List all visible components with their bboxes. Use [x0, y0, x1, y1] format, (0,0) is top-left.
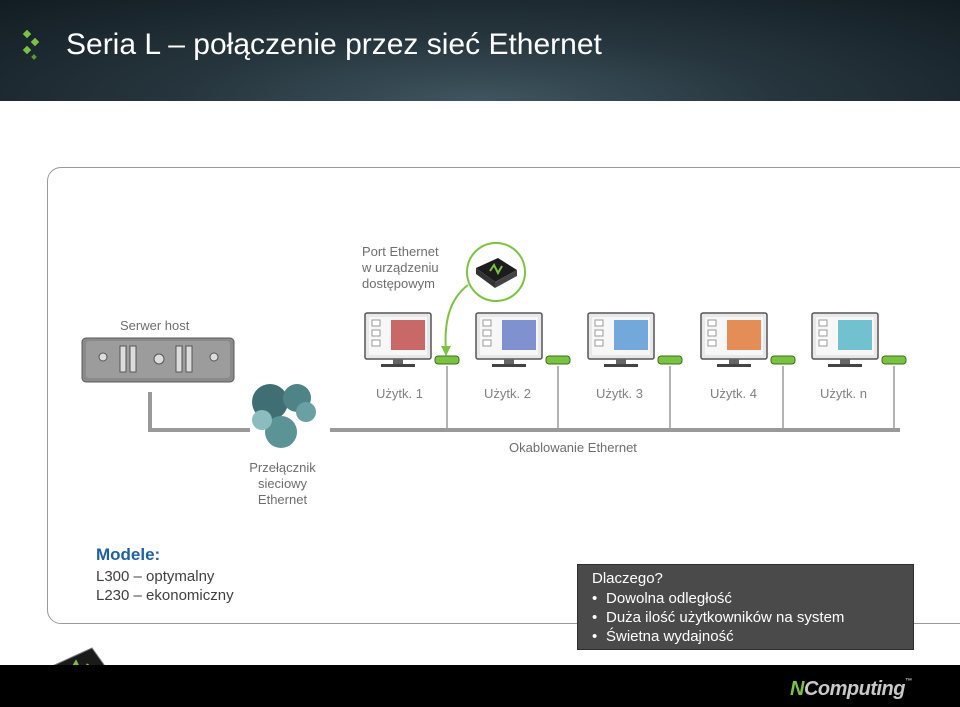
switch-label: Przełącznik sieciowy Ethernet — [235, 460, 330, 508]
model-item: L230 – ekonomiczny — [96, 587, 234, 604]
port-label-line: w urządzeniu — [362, 260, 439, 275]
why-item-text: Świetna wydajność — [606, 628, 734, 645]
workstation-icon — [811, 312, 907, 367]
why-item: Świetna wydajność — [592, 627, 844, 646]
cabling-label: Okablowanie Ethernet — [509, 440, 637, 455]
brand-mark-icon — [22, 29, 40, 60]
user-label: Użytk. 4 — [710, 386, 757, 401]
workstation-icon — [587, 312, 683, 367]
highlight-circle — [466, 242, 526, 302]
header-bar: Seria L – połączenie przez sieć Ethernet — [0, 0, 960, 101]
why-item-text: Duża ilość użytkowników na system — [606, 609, 845, 626]
workstation-icon — [475, 312, 571, 367]
user-drop-lines — [446, 366, 895, 430]
logo-tm: ™ — [904, 678, 912, 685]
models-title: Modele: — [96, 545, 161, 564]
why-title: Dlaczego? — [592, 570, 663, 587]
port-label-line: Port Ethernet — [362, 244, 439, 259]
switch-label-line: Ethernet — [257, 492, 308, 507]
server-label: Serwer host — [120, 318, 190, 333]
user-label: Użytk. 2 — [484, 386, 531, 401]
user-label: Użytk. n — [820, 386, 867, 401]
logo-text: Computing — [803, 678, 906, 700]
access-device-icon — [476, 258, 517, 288]
footer-bar — [0, 665, 960, 707]
switch-label-line: Przełącznik — [249, 460, 316, 475]
why-item: Dowolna odległość — [592, 589, 844, 608]
arrow-head-icon — [441, 346, 451, 356]
why-box: Dlaczego? Dowolna odległość Duża ilość u… — [577, 564, 914, 650]
page-title: Seria L – połączenie przez sieć Ethernet — [66, 28, 602, 61]
why-list: Dowolna odległość Duża ilość użytkownikó… — [592, 589, 844, 646]
switch-label-line: sieciowy — [257, 476, 308, 491]
server-host-icon — [81, 337, 235, 383]
network-switch-icon — [252, 384, 316, 448]
workstation-icon — [364, 312, 460, 367]
logo-n: N — [790, 678, 804, 700]
user-label: Użytk. 1 — [376, 386, 423, 401]
why-item: Duża ilość użytkowników na system — [592, 608, 844, 627]
port-label-line: dostępowym — [362, 276, 435, 291]
model-item: L300 – optymalny — [96, 568, 215, 585]
pointer-arrow — [444, 284, 469, 353]
port-label: Port Ethernet w urządzeniu dostępowym — [362, 244, 439, 292]
ncomputing-logo: NComputing™ — [790, 678, 912, 701]
why-item-text: Dowolna odległość — [606, 590, 732, 607]
server-link-line — [148, 392, 250, 432]
user-label: Użytk. 3 — [596, 386, 643, 401]
workstation-icon — [700, 312, 796, 367]
